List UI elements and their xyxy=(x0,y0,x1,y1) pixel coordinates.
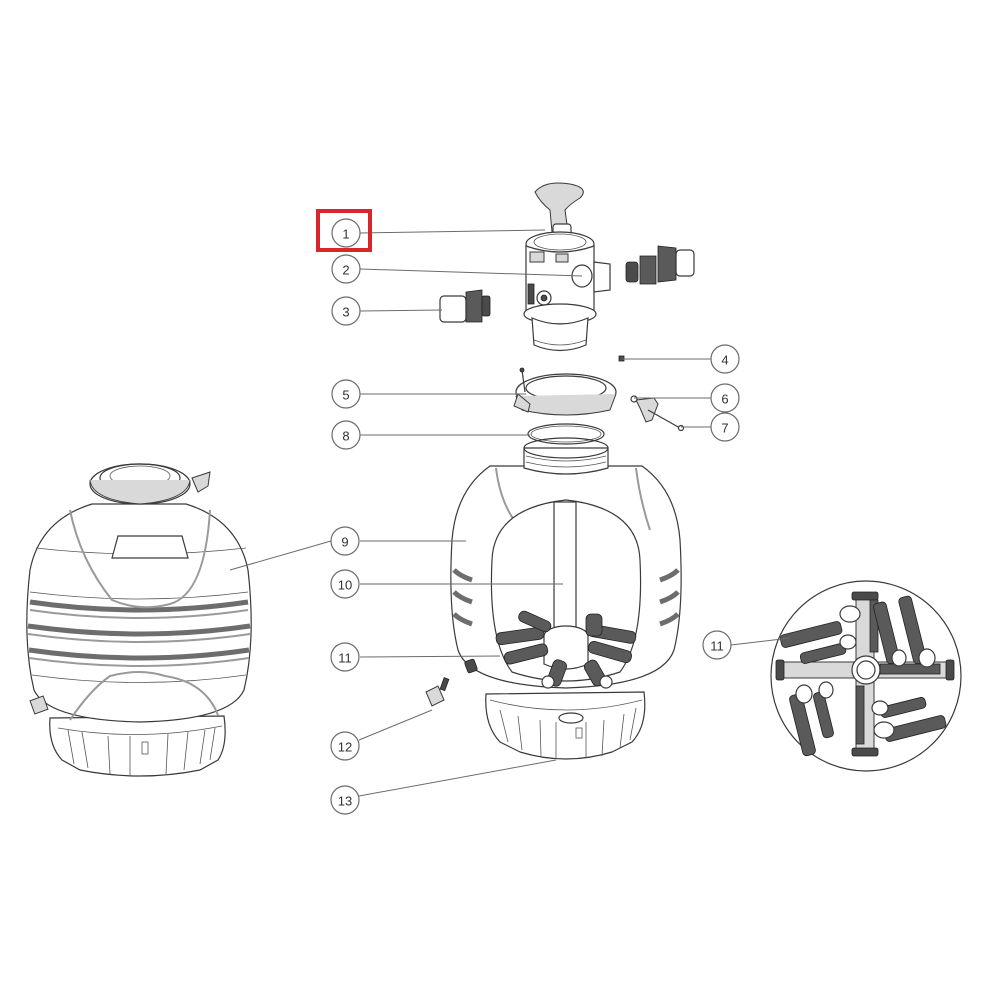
callout-label: 10 xyxy=(338,578,352,593)
leader-lines xyxy=(229,229,791,797)
callout-label: 1 xyxy=(342,227,349,242)
callout-label: 2 xyxy=(342,263,349,278)
callout-6: 6 xyxy=(710,383,740,413)
callout-13: 13 xyxy=(330,785,360,815)
callout-label: 3 xyxy=(342,305,349,320)
callout-label: 12 xyxy=(338,740,352,755)
callout-label: 8 xyxy=(342,429,349,444)
callout-3: 3 xyxy=(331,296,361,326)
callout-2: 2 xyxy=(331,254,361,284)
callout-4: 4 xyxy=(710,344,740,374)
callout-label: 4 xyxy=(721,353,728,368)
callout-label: 5 xyxy=(342,388,349,403)
union-fitting-right xyxy=(625,245,695,285)
callout-label: 11 xyxy=(338,651,352,666)
callout-1: 1 xyxy=(331,218,361,248)
callout-label: 9 xyxy=(341,535,348,550)
union-connector xyxy=(439,289,491,323)
lateral-detail-view xyxy=(770,580,962,772)
callout-5: 5 xyxy=(331,379,361,409)
callout-label: 6 xyxy=(721,392,728,407)
filter-tank-cutaway xyxy=(450,437,682,760)
callout-12: 12 xyxy=(330,731,360,761)
callout-9: 9 xyxy=(330,526,360,556)
highlight-box xyxy=(316,209,372,252)
callout-label: 7 xyxy=(721,421,728,436)
drain-plug xyxy=(425,677,450,707)
callout-8: 8 xyxy=(331,420,361,450)
o-ring xyxy=(527,423,605,445)
lateral-collectors xyxy=(495,610,637,689)
callout-label: 11 xyxy=(710,639,724,654)
tank-clamp-ring xyxy=(513,367,617,416)
multiport-valve xyxy=(523,182,611,352)
callout-11: 11 xyxy=(330,642,360,672)
assembled-filter-tank xyxy=(26,463,252,777)
callout-label: 13 xyxy=(338,794,352,809)
callout-10: 10 xyxy=(330,569,360,599)
callout-7: 7 xyxy=(710,412,740,442)
clamp-knob-bolt xyxy=(630,395,685,432)
callout-11-detail: 11 xyxy=(702,630,732,660)
